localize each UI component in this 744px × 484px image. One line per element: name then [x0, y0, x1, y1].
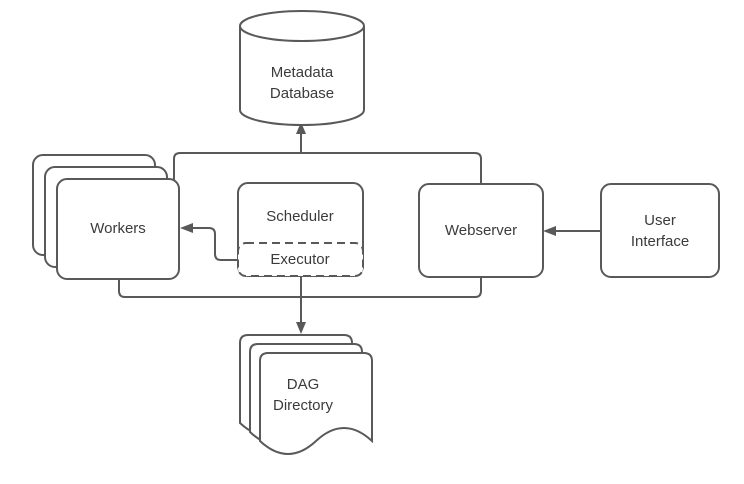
connector-layer: [118, 122, 601, 334]
webserver-box: [418, 183, 544, 278]
user-interface-box: [600, 183, 720, 278]
connector-executor-to-workers-line: [191, 227, 238, 261]
connector-executor-to-workers-arrowhead: [180, 223, 193, 233]
cylinder-top: [239, 10, 365, 42]
executor-box: [237, 242, 364, 277]
user-interface-label-line2: Interface: [631, 233, 689, 250]
dag-directory-label-line2: Directory: [273, 397, 334, 414]
dag-directory-label-line1: DAG: [287, 376, 320, 393]
connector-database-arrowhead: [296, 122, 306, 134]
connector-dag-arrowhead: [296, 322, 306, 334]
connector-ui-to-webserver-arrowhead: [543, 226, 556, 236]
executor-label: Executor: [270, 251, 329, 268]
node-dag-directory[interactable]: DAG Directory: [239, 334, 373, 455]
node-webserver[interactable]: Webserver: [418, 183, 544, 278]
user-interface-label-line1: User: [644, 212, 676, 229]
connector-top-bus: [173, 152, 482, 192]
metadata-database-label-line1: Metadata: [271, 64, 334, 81]
node-user-interface[interactable]: User Interface: [600, 183, 720, 278]
node-workers[interactable]: Workers: [32, 154, 180, 280]
node-metadata-database[interactable]: Metadata Database: [239, 10, 365, 126]
scheduler-label: Scheduler: [266, 208, 334, 225]
webserver-label: Webserver: [445, 222, 517, 239]
dag-document-front: [259, 352, 373, 455]
node-executor[interactable]: Executor: [237, 242, 364, 277]
metadata-database-label-line2: Database: [270, 85, 334, 102]
workers-stack-front: [56, 178, 180, 280]
cylinder-body: [239, 26, 365, 126]
workers-label: Workers: [90, 220, 146, 237]
